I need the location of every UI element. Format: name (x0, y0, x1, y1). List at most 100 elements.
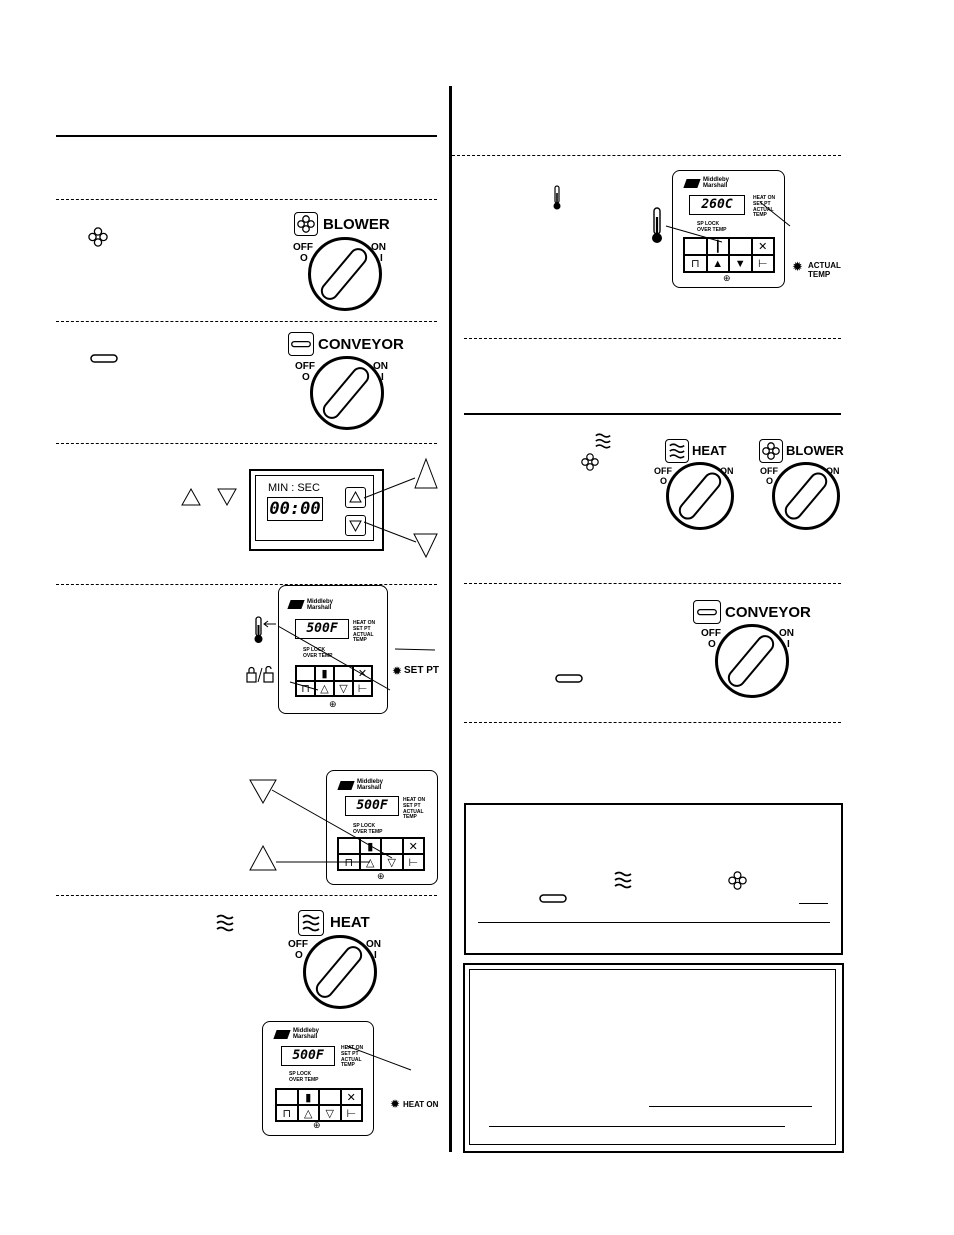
tools-key[interactable]: ✕ (751, 238, 774, 255)
off-label: OFF (295, 361, 315, 372)
down-key[interactable]: ▽ (381, 854, 403, 870)
blank-key (296, 666, 315, 681)
timer-display: 00:00 (267, 497, 323, 521)
divider (56, 321, 437, 322)
thermometer-key[interactable]: ▮ (359, 838, 381, 854)
fan-icon (728, 871, 747, 890)
up-arrow-icon (349, 490, 362, 503)
function-key[interactable]: ⊢ (353, 681, 372, 696)
blower-switch[interactable] (772, 462, 840, 530)
divider (56, 443, 437, 444)
down-key[interactable]: ▽ (334, 681, 353, 696)
thermometer-key[interactable]: ▮ (297, 1089, 319, 1105)
conveyor-icon (90, 354, 118, 363)
heat-switch[interactable] (666, 462, 734, 530)
control-panel-heat-on: Middleby Marshall 500F HEAT ON SET PT AC… (262, 1021, 374, 1136)
led-heat-on: HEAT ON (353, 620, 376, 626)
down-arrow-icon (349, 520, 362, 533)
divider (452, 155, 841, 156)
blower-switch[interactable] (308, 237, 382, 311)
led-glow-icon: ✹ (792, 259, 803, 274)
actual-callouts (665, 201, 791, 243)
led-sp-lock: SP LOCK (353, 823, 376, 829)
off-symbol: O (660, 476, 668, 486)
temp-display: 260C (689, 195, 745, 215)
thermometer-key[interactable]: ┃ (706, 238, 729, 255)
function-key[interactable]: ⊢ (340, 1105, 362, 1121)
led-actual-temp: ACTUAL (403, 809, 424, 815)
conveyor-label: CONVEYOR (725, 604, 811, 621)
lock-key[interactable]: ⊓ (684, 255, 707, 272)
brand-name: Middleby (293, 1028, 320, 1034)
function-key[interactable]: ⊢ (751, 255, 774, 272)
heat-icon (302, 914, 320, 932)
on-label: ON (366, 939, 381, 950)
left-top-rule (56, 135, 437, 137)
conveyor-switch[interactable] (310, 356, 384, 430)
down-key[interactable]: ▼ (729, 255, 752, 272)
conveyor-label: CONVEYOR (318, 336, 404, 353)
up-key[interactable]: △ (297, 1105, 319, 1121)
down-key[interactable]: ▽ (319, 1105, 341, 1121)
underline (799, 903, 828, 904)
led-over-temp: OVER TEMP (697, 227, 727, 233)
timer-caption: MIN : SEC (268, 482, 320, 494)
off-label: OFF (293, 242, 313, 253)
heat-switch[interactable] (303, 935, 377, 1009)
led-actual-temp: TEMP (341, 1062, 355, 1068)
warning-box (463, 963, 844, 1153)
on-label: ON (373, 361, 388, 372)
led-over-temp: OVER TEMP (303, 653, 333, 659)
off-label: OFF (760, 466, 778, 476)
conveyor-icon (697, 608, 717, 615)
heat-icon (669, 443, 685, 459)
lock-icon (246, 666, 274, 683)
up-key[interactable]: ▲ (706, 255, 729, 272)
keypad: ▮ ✕ ⊓△▽⊢ (275, 1088, 363, 1122)
brand-name: Marshall (357, 785, 382, 791)
off-symbol: O (708, 639, 716, 650)
led-actual-temp: ACTUAL (753, 207, 774, 213)
led-actual-temp: TEMP (353, 637, 367, 643)
off-symbol: O (300, 253, 308, 264)
fan-icon (581, 453, 599, 471)
blower-label: BLOWER (323, 216, 390, 233)
heat-icon (614, 871, 632, 889)
column-divider (449, 86, 452, 1152)
function-key[interactable]: ⊢ (402, 854, 424, 870)
led-set-pt: SET PT (353, 626, 371, 632)
heat-icon (595, 433, 611, 449)
keypad: ▮✕ ⊓△▽⊢ (295, 665, 373, 697)
blank-key (338, 838, 360, 854)
heat-on-callout (346, 1045, 412, 1071)
heat-label: HEAT (330, 914, 370, 931)
underline (649, 1106, 812, 1107)
blank-key (319, 1089, 341, 1105)
keypad: ┃ ✕ ⊓▲▼⊢ (683, 237, 775, 273)
led-actual-temp: ACTUAL (353, 632, 374, 638)
temp-display: 500F (345, 796, 399, 816)
on-label: ON (720, 466, 734, 476)
led-sp-lock: SP LOCK (303, 647, 326, 653)
conveyor-icon (555, 674, 583, 683)
thermometer-key[interactable]: ▮ (315, 666, 334, 681)
timer-down-button[interactable] (345, 515, 366, 536)
tools-key[interactable]: ✕ (402, 838, 424, 854)
off-symbol: O (766, 476, 774, 486)
up-key[interactable]: △ (315, 681, 334, 696)
set-pt-label: SET PT (404, 665, 440, 676)
led-over-temp: OVER TEMP (289, 1077, 319, 1083)
led-actual-temp: TEMP (403, 814, 417, 820)
setpt-callouts (277, 625, 436, 691)
lock-key[interactable]: ⊓ (276, 1105, 298, 1121)
conveyor-switch[interactable] (715, 624, 789, 698)
underline (489, 1126, 785, 1127)
fan-icon (88, 227, 108, 247)
led-glow-icon: ✹ (390, 1097, 401, 1111)
thermometer-icon (254, 616, 276, 643)
on-label: ON (371, 242, 386, 253)
brand-name: Marshall (293, 1034, 318, 1040)
tools-key[interactable]: ✕ (340, 1089, 362, 1105)
